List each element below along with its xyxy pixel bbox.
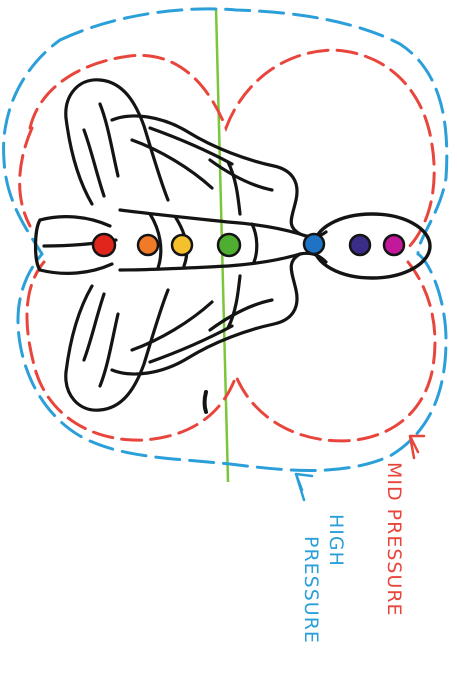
high-pressure-label-line2: PRESSURE (300, 536, 322, 644)
chakra-points (93, 234, 404, 256)
mid-pressure-label: MID PRESSURE (383, 462, 405, 617)
high-pressure-arrow (296, 474, 312, 500)
chakra-crown-dot (384, 235, 404, 255)
chakra-solar-plexus-dot (172, 235, 192, 255)
head (314, 214, 430, 278)
meditating-figure (36, 80, 301, 412)
high-pressure-label-line1: HIGH (325, 514, 347, 567)
mid-pressure-arrow (410, 436, 424, 458)
chakra-sacral-dot (138, 235, 158, 255)
chakra-throat-dot (304, 234, 324, 254)
mid-pressure-field-lower (20, 128, 435, 441)
chakra-heart-dot (218, 234, 240, 256)
chakra-root-dot (93, 234, 115, 256)
chakra-third-eye-dot (350, 235, 370, 255)
